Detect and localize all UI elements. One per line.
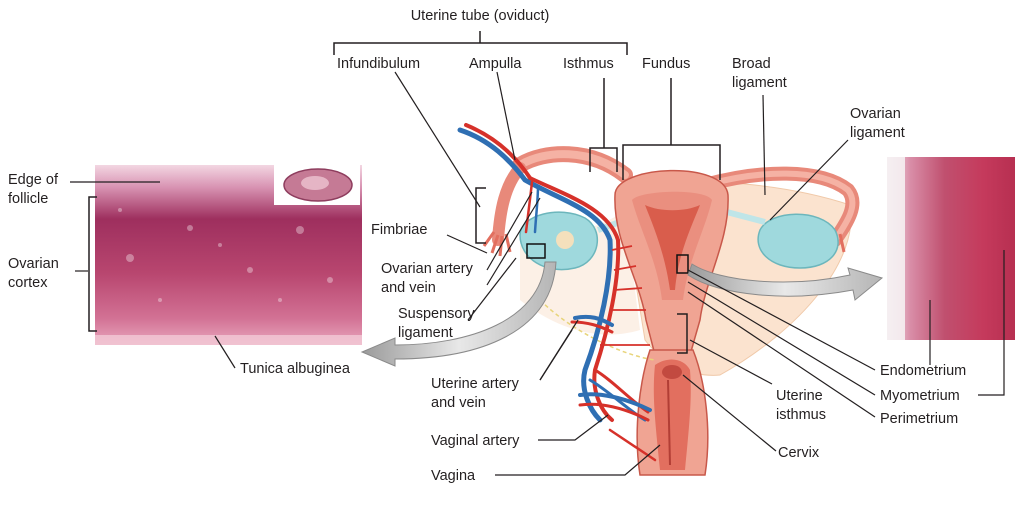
- uterine-wall-micrograph: [887, 157, 1015, 340]
- label-perimetrium: Perimetrium: [880, 411, 958, 427]
- micrograph-inset: [274, 165, 360, 205]
- label-tunica-albuginea: Tunica albuginea: [240, 361, 351, 377]
- dashed-outline: [539, 299, 656, 361]
- label-edge-of-follicle-1: Edge of: [8, 172, 59, 188]
- label-isthmus: Isthmus: [563, 56, 614, 72]
- arrow-to-left-micrograph: [360, 261, 557, 367]
- label-uterine-artery-2: and vein: [431, 395, 486, 411]
- right-uterine-tube: [698, 166, 860, 247]
- label-ovarian-artery-1: Ovarian artery: [381, 261, 474, 277]
- label-ovarian-cortex-2: cortex: [8, 275, 48, 291]
- label-ovarian-cortex-1: Ovarian: [8, 256, 59, 272]
- label-uterine-tube: Uterine tube (oviduct): [411, 8, 550, 24]
- label-uterine-artery-1: Uterine artery: [431, 376, 520, 392]
- label-suspensory-1: Suspensory: [398, 306, 475, 322]
- uterine-branch-vessels: [600, 245, 650, 346]
- label-myometrium: Myometrium: [880, 388, 960, 404]
- right-ovary: [757, 213, 839, 269]
- label-vaginal-artery: Vaginal artery: [431, 433, 520, 449]
- label-ovarian-ligament-1: Ovarian: [850, 106, 901, 122]
- label-uterine-isthmus-1: Uterine: [776, 388, 823, 404]
- ovarian-vessels: [457, 123, 621, 423]
- label-broad-ligament-1: Broad: [732, 56, 771, 72]
- label-endometrium: Endometrium: [880, 363, 966, 379]
- label-cervix: Cervix: [778, 445, 820, 461]
- left-ovary: [519, 211, 599, 271]
- label-broad-ligament-2: ligament: [732, 75, 787, 91]
- label-ovarian-ligament-2: ligament: [850, 125, 905, 141]
- bracket-fimbriae: [475, 187, 486, 244]
- label-ovarian-artery-2: and vein: [381, 280, 436, 296]
- vaginal-vessels: [578, 392, 657, 462]
- label-vagina: Vagina: [431, 468, 476, 484]
- left-uterine-tube: [492, 146, 633, 246]
- uterus: [614, 169, 729, 356]
- bracket-ovarian-cortex: [88, 196, 97, 332]
- bracket-isthmus: [589, 78, 618, 172]
- label-fimbriae: Fimbriae: [371, 222, 427, 238]
- bracket-uterine-isthmus: [677, 313, 688, 354]
- bracket-uterine-tube: [333, 31, 628, 55]
- label-fundus: Fundus: [642, 56, 690, 72]
- label-ampulla: Ampulla: [469, 56, 522, 72]
- ovary-specimen-box: [526, 243, 546, 259]
- leader-lines: [70, 71, 1005, 476]
- uterus-specimen-box: [676, 254, 689, 274]
- bracket-fundus: [622, 78, 721, 180]
- label-suspensory-2: ligament: [398, 325, 453, 341]
- label-edge-of-follicle-2: follicle: [8, 191, 48, 207]
- label-infundibulum: Infundibulum: [337, 56, 420, 72]
- label-uterine-isthmus-2: isthmus: [776, 407, 826, 423]
